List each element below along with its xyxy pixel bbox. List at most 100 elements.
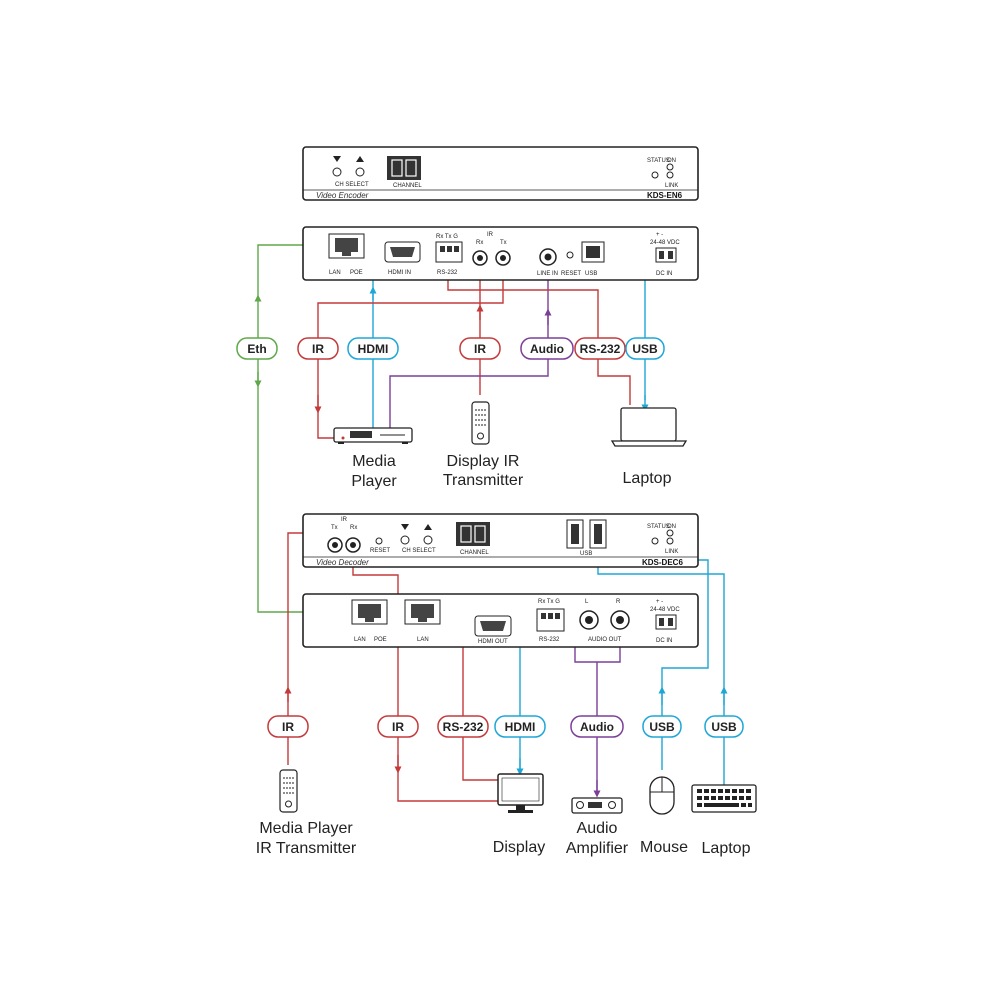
decoder-front-panel: IR Tx Rx RESET CH SELECT CHANNEL USB STA… bbox=[302, 513, 699, 568]
encoder-rear-panel: LAN POE HDMI IN Rx Tx G RS-232 IR Rx Tx … bbox=[302, 226, 699, 281]
enc-dc-in-label: DC IN bbox=[656, 271, 672, 277]
audio-r-label: R bbox=[616, 599, 621, 605]
enc-poe-label: POE bbox=[350, 270, 363, 276]
ch-up-button[interactable] bbox=[355, 167, 365, 177]
ir-pill bbox=[267, 715, 309, 738]
rs232-pill bbox=[437, 715, 489, 738]
audio-pill bbox=[520, 337, 574, 360]
rs232-top-cable bbox=[447, 268, 631, 405]
dec-ir-tx-label: Tx bbox=[331, 525, 338, 531]
hdmi-top-pill-text: HDMI bbox=[358, 342, 389, 356]
dec-rs232-pins: Rx Tx G bbox=[538, 599, 560, 605]
line-in-label: LINE IN bbox=[537, 271, 558, 277]
dec-dc-in-label: DC IN bbox=[656, 638, 672, 644]
rs232-bottom-pill-text: RS-232 bbox=[443, 720, 484, 734]
hdmi-out-label: HDMI OUT bbox=[478, 639, 508, 645]
encoder-model: KDS-EN6 bbox=[647, 191, 683, 200]
status-label: STATUS bbox=[647, 158, 670, 164]
dec-channel-label: CHANNEL bbox=[460, 550, 489, 556]
audio-top-pill-text: Audio bbox=[530, 342, 564, 356]
ir-pill bbox=[377, 715, 419, 738]
enc-rs232-label: RS-232 bbox=[437, 270, 458, 276]
ir-pill bbox=[297, 337, 339, 360]
decoder-model: KDS-DEC6 bbox=[642, 558, 683, 567]
ir-pill bbox=[459, 337, 501, 360]
remote-control-icon bbox=[471, 401, 490, 445]
dec-poe-label: POE bbox=[374, 637, 387, 643]
cable-labels: Eth IR HDMI IR Audio RS-232 USB IR IR RS… bbox=[236, 337, 744, 738]
media-player-icon bbox=[333, 427, 413, 444]
status-led bbox=[651, 171, 659, 179]
decoder-rear-panel: LAN POE LAN HDMI OUT Rx Tx G RS-232 L R … bbox=[302, 593, 699, 648]
dec-ch-down-button[interactable] bbox=[400, 535, 410, 545]
enc-reset-label: RESET bbox=[561, 271, 581, 277]
usb-pill bbox=[625, 337, 665, 360]
decoder-device-name: Video Decoder bbox=[316, 558, 369, 567]
mp-ir-caption-line2: IR Transmitter bbox=[256, 840, 357, 857]
channel-label: CHANNEL bbox=[393, 183, 422, 189]
enc-voltage: 24-48 VDC bbox=[650, 240, 680, 246]
laptop-icon bbox=[610, 407, 688, 447]
audio-pill bbox=[570, 715, 624, 738]
ir-bm-pill-text: IR bbox=[392, 720, 404, 734]
eth-pill-text: Eth bbox=[247, 342, 266, 356]
enc-usb-label: USB bbox=[585, 271, 597, 277]
eth-pill bbox=[236, 337, 278, 360]
link-label: LINK bbox=[665, 183, 678, 189]
on-led bbox=[666, 163, 674, 171]
ch-down-button[interactable] bbox=[332, 167, 342, 177]
dec-status-led bbox=[651, 537, 659, 545]
ir-mid-pill-text: IR bbox=[474, 342, 486, 356]
amp-caption-line2: Amplifier bbox=[566, 840, 629, 857]
audio-amplifier-icon bbox=[571, 797, 623, 814]
hdmi-pill bbox=[347, 337, 399, 360]
display-caption: Display bbox=[493, 839, 545, 856]
triangle-down-icon bbox=[333, 156, 341, 162]
hdmi-in-label: HDMI IN bbox=[388, 270, 411, 276]
enc-ir-rx-label: Rx bbox=[476, 240, 483, 246]
mouse-icon bbox=[649, 776, 675, 815]
dec-lan-label: LAN bbox=[354, 637, 366, 643]
dec-reset-button[interactable] bbox=[375, 537, 383, 545]
audio-bottom-pill-text: Audio bbox=[580, 720, 614, 734]
encoder-front-panel: CH SELECT CHANNEL STATUS ON LINK Video E… bbox=[302, 146, 699, 201]
audio-out-label: AUDIO OUT bbox=[588, 637, 622, 643]
ir-left-pill-text: IR bbox=[312, 342, 324, 356]
ir-bl-pill-text: IR bbox=[282, 720, 294, 734]
mouse-caption: Mouse bbox=[640, 839, 688, 856]
dec-ch-up-button[interactable] bbox=[423, 535, 433, 545]
mp-ir-caption-line1: Media Player bbox=[259, 820, 353, 837]
enc-ir-tx-label: Tx bbox=[500, 240, 507, 246]
triangle-up-icon bbox=[356, 156, 364, 162]
dec-ir-rx-label: Rx bbox=[350, 525, 357, 531]
dec-power-pins: + - bbox=[656, 599, 663, 605]
usb-pill bbox=[642, 715, 682, 738]
dec-voltage: 24-48 VDC bbox=[650, 607, 680, 613]
rs232-pill bbox=[574, 337, 626, 360]
triangle-down-icon bbox=[401, 524, 409, 530]
encoder-device-name: Video Encoder bbox=[316, 191, 369, 200]
display-ir-caption-line1: Display IR bbox=[447, 453, 520, 470]
dec-rs232-port[interactable] bbox=[536, 608, 565, 632]
dec-status-label: STATUS bbox=[647, 524, 670, 530]
enc-lan-label: LAN bbox=[329, 270, 341, 276]
reset-button[interactable] bbox=[566, 251, 574, 259]
dec-usb-label: USB bbox=[580, 551, 592, 557]
hdmi-out-cable bbox=[495, 627, 521, 775]
laptop-top-caption: Laptop bbox=[623, 470, 672, 487]
enc-ir-label: IR bbox=[487, 232, 494, 238]
audio-l-label: L bbox=[585, 599, 589, 605]
media-player-caption-line2: Player bbox=[351, 473, 397, 490]
dec-ch-select-label: CH SELECT bbox=[402, 548, 436, 554]
enc-power-pins: + - bbox=[656, 232, 663, 238]
link-led bbox=[666, 171, 674, 179]
hdmi-pill bbox=[494, 715, 546, 738]
dec-link-led bbox=[666, 537, 674, 545]
on-label: ON bbox=[667, 158, 676, 164]
dec-lan2-label: LAN bbox=[417, 637, 429, 643]
rs232-top-pill-text: RS-232 bbox=[580, 342, 621, 356]
enc-rs232-pins: Rx Tx G bbox=[436, 234, 458, 240]
triangle-up-icon bbox=[424, 524, 432, 530]
